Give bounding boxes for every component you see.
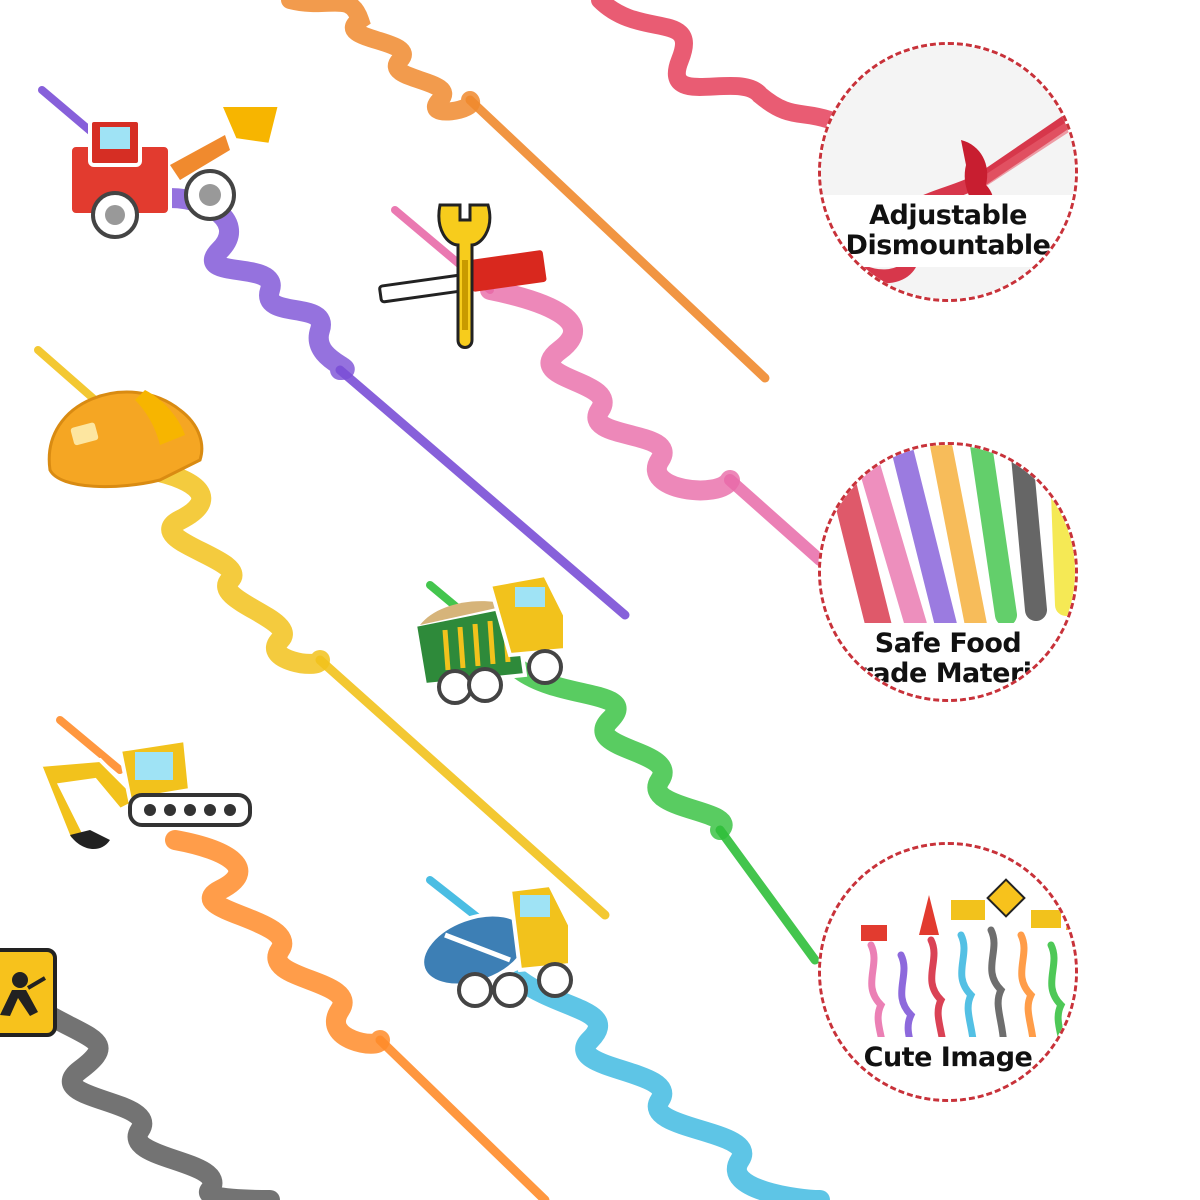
- safe-label-line2: Grade Material: [837, 658, 1059, 689]
- feature-adjustable-circle: Adjustable Dismountable: [818, 42, 1078, 302]
- bulldozer-icon: [68, 103, 283, 239]
- feature-cute-circle: Cute Image: [818, 842, 1078, 1102]
- road-work-sign-icon: [0, 948, 57, 1037]
- straw-red: [591, 0, 839, 129]
- dump-truck-icon: [412, 572, 567, 705]
- hard-hat-icon: [47, 390, 204, 489]
- feature-safe-circle: Safe Food Grade Material: [818, 442, 1078, 702]
- straw-gray: [30, 1000, 280, 1200]
- excavator-icon: [37, 737, 252, 850]
- cement-mixer-icon: [420, 882, 573, 1008]
- safe-label-line1: Safe Food: [874, 628, 1022, 659]
- straw-orange-bottom: [56, 716, 550, 1200]
- straw-yellow: [34, 346, 610, 920]
- straw-orange-top: [281, 0, 770, 383]
- wrench-screwdriver-icon: [378, 203, 547, 349]
- adjustable-label-line2: Dismountable: [845, 230, 1051, 261]
- adjustable-label-line1: Adjustable: [869, 200, 1027, 231]
- cute-label-line1: Cute Image: [863, 1042, 1033, 1073]
